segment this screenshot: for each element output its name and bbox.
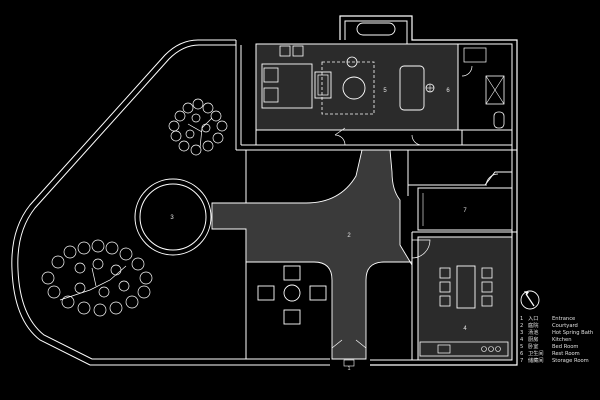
bathtub — [356, 22, 396, 36]
legend-zh-6: 卫生间 — [528, 349, 544, 357]
legend-zh-3: 汤池 — [528, 328, 538, 336]
vanity — [399, 65, 425, 111]
bed — [261, 63, 313, 109]
kitchen-counter — [419, 341, 509, 357]
legend-en-5: Bed Room — [552, 344, 578, 350]
storage-room — [417, 187, 513, 231]
legend-id-6: 6 — [520, 351, 523, 357]
legend-id-3: 3 — [520, 330, 523, 336]
site-boundary-inner — [17, 44, 330, 360]
rug — [321, 61, 375, 115]
room-number-3: 3 — [170, 215, 174, 221]
lamp — [346, 56, 358, 68]
legend-en-1: Entrance — [552, 316, 575, 322]
room-number-7: 7 — [463, 208, 467, 214]
chair — [279, 45, 291, 57]
north-arrow-icon — [520, 290, 540, 310]
legend-en-7: Storage Room — [552, 358, 589, 364]
room-number-2: 2 — [347, 233, 351, 239]
chair — [292, 45, 304, 57]
room-number-4: 4 — [463, 326, 467, 332]
legend-zh-7: 储藏间 — [528, 356, 544, 364]
legend-en-2: Courtyard — [552, 323, 578, 329]
site-boundary — [11, 39, 330, 366]
tree-icon — [168, 98, 228, 156]
legend-en-3: Hot Spring Bath — [552, 330, 593, 336]
restroom-block — [457, 43, 513, 131]
courtyard-seating — [257, 265, 327, 325]
walkway — [211, 149, 413, 360]
dining-table — [456, 265, 476, 309]
tree-icon — [41, 239, 153, 317]
legend-en-4: Kitchen — [552, 337, 572, 343]
legend: 1 入口 Entrance 2 庭院 Courtyard 3 汤池 Hot Sp… — [520, 315, 593, 364]
legend-en-6: Rest Room — [552, 351, 580, 357]
hot-spring-bath — [134, 178, 212, 256]
bedroom-block — [255, 43, 459, 131]
legend-zh-5: 卧室 — [528, 342, 538, 350]
legend-id-2: 2 — [520, 323, 523, 329]
shower — [485, 75, 505, 105]
room-number-1: 1 — [347, 366, 350, 372]
room-number-6: 6 — [446, 88, 450, 94]
toilet — [493, 111, 505, 129]
legend-id-7: 7 — [520, 358, 523, 364]
kitchen — [417, 236, 513, 361]
legend-zh-2: 庭院 — [528, 321, 539, 329]
east-wall — [339, 15, 518, 366]
legend-zh-1: 入口 — [528, 315, 538, 322]
room-number-5: 5 — [383, 88, 387, 94]
legend-id-5: 5 — [520, 344, 523, 350]
legend-id-4: 4 — [520, 337, 524, 343]
legend-id-1: 1 — [520, 316, 523, 322]
legend-zh-4: 厨房 — [528, 335, 538, 343]
